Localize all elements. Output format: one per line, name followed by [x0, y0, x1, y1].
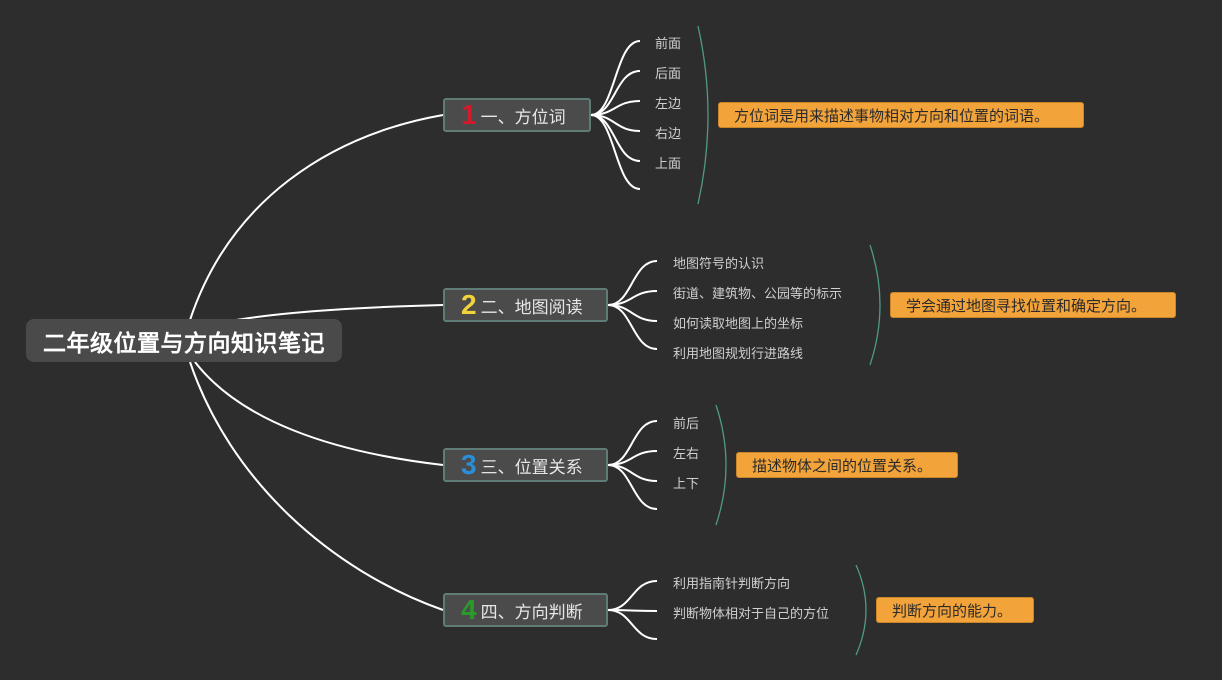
- topic-1-item-5[interactable]: 上面: [655, 157, 682, 172]
- topic-2-item-4[interactable]: 利用地图规划行进路线: [673, 347, 804, 362]
- topic-1-summary[interactable]: 方位词是用来描述事物相对方向和位置的词语。: [718, 102, 1084, 128]
- topic-3[interactable]: 3 三、位置关系: [443, 448, 608, 482]
- topic-4-item-1[interactable]: 利用指南针判断方向: [673, 577, 791, 592]
- topic-3-summary[interactable]: 描述物体之间的位置关系。: [736, 452, 958, 478]
- fan-3-4: [607, 464, 658, 510]
- bracket-1: [697, 25, 709, 205]
- topic-4[interactable]: 4 四、方向判断: [443, 593, 608, 627]
- topic-2-item-2[interactable]: 街道、建筑物、公园等的标示: [673, 287, 843, 302]
- topic-2-summary[interactable]: 学会通过地图寻找位置和确定方向。: [890, 292, 1176, 318]
- topic-3-item-2[interactable]: 左右: [673, 447, 700, 462]
- fan-2-4: [607, 304, 658, 350]
- topic-1[interactable]: 1 一、方位词: [443, 98, 591, 132]
- root-to-topic-4: [189, 361, 444, 611]
- central-topic[interactable]: 二年级位置与方向知识笔记: [26, 319, 342, 362]
- topic-2-item-1[interactable]: 地图符号的认识: [673, 257, 765, 272]
- root-to-topic-3: [194, 361, 444, 466]
- bracket-3: [715, 404, 727, 526]
- topic-4-item-2[interactable]: 判断物体相对于自己的方位: [673, 607, 830, 622]
- fan-1-6: [590, 114, 641, 190]
- topic-3-item-3[interactable]: 上下: [673, 477, 700, 492]
- bracket-2: [869, 244, 881, 366]
- topic-4-label: 四、方向判断: [480, 602, 583, 623]
- topic-2-item-3[interactable]: 如何读取地图上的坐标: [673, 317, 804, 332]
- fan-4-3: [607, 609, 658, 640]
- topic-1-number: 1: [461, 99, 477, 130]
- topic-2-number: 2: [461, 289, 477, 320]
- topic-1-item-2[interactable]: 后面: [655, 67, 682, 82]
- topic-2-label: 二、地图阅读: [480, 297, 583, 318]
- topic-3-item-1[interactable]: 前后: [673, 417, 700, 432]
- topic-1-label: 一、方位词: [480, 107, 566, 128]
- topic-1-item-3[interactable]: 左边: [655, 97, 682, 112]
- bracket-4: [855, 564, 867, 656]
- fan-1-1: [590, 40, 641, 116]
- root-to-topic-1: [189, 114, 444, 321]
- topic-3-number: 3: [461, 449, 477, 480]
- fan-4-1: [607, 580, 658, 611]
- topic-3-label: 三、位置关系: [480, 457, 583, 478]
- topic-4-number: 4: [461, 594, 477, 625]
- topic-1-item-4[interactable]: 右边: [655, 127, 682, 142]
- topic-4-summary[interactable]: 判断方向的能力。: [876, 597, 1034, 623]
- topic-1-item-1[interactable]: 前面: [655, 37, 682, 52]
- topic-2[interactable]: 2 二、地图阅读: [443, 288, 608, 322]
